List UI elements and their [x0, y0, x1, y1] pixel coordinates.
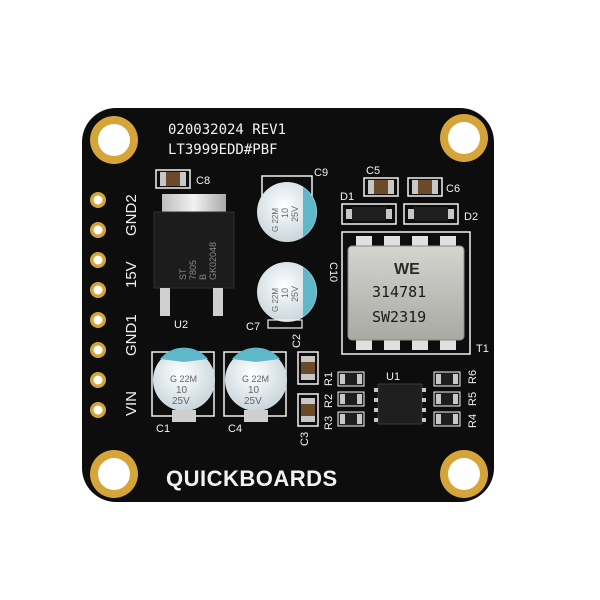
- svg-text:25V: 25V: [172, 396, 190, 407]
- label-t1: T1: [476, 343, 489, 355]
- svg-text:B: B: [198, 274, 208, 280]
- resistor-r2: [337, 391, 365, 407]
- label-r5: R5: [467, 392, 479, 406]
- svg-text:GK02048: GK02048: [208, 242, 218, 280]
- diode-d2: [403, 203, 459, 225]
- label-c8: C8: [196, 175, 210, 187]
- board-part-number: 020032024 REV1: [168, 122, 286, 138]
- svg-text:G 22M: G 22M: [170, 374, 197, 384]
- label-u2: U2: [174, 319, 188, 331]
- c1-marking: G 22M 10 25V: [170, 374, 197, 407]
- label-c7: C7: [246, 321, 260, 333]
- transformer-label: SW2319: [372, 308, 426, 326]
- label-d1: D1: [340, 191, 354, 203]
- svg-text:G 22M: G 22M: [271, 288, 280, 312]
- header-pins: [90, 192, 106, 418]
- svg-text:25V: 25V: [290, 206, 300, 222]
- capacitor-c5: [363, 177, 399, 197]
- svg-text:10: 10: [248, 385, 260, 396]
- transformer-code: 314781: [372, 283, 426, 301]
- resistor-r1: [337, 371, 365, 387]
- capacitor-c8: [155, 169, 191, 189]
- regulator-marking: ST 7805 B GK02048: [178, 242, 218, 280]
- resistor-r4: [433, 411, 461, 427]
- label-r6: R6: [467, 370, 479, 384]
- board-chip-name: LT3999EDD#PBF: [168, 142, 278, 158]
- label-d2: D2: [464, 211, 478, 223]
- capacitor-c6: [407, 177, 443, 197]
- mounting-hole-top-right: [440, 114, 488, 162]
- svg-text:25V: 25V: [290, 286, 300, 302]
- diode-d1: [341, 203, 397, 225]
- label-r1: R1: [323, 372, 335, 386]
- mounting-hole-bottom-left: [90, 450, 138, 498]
- pin-label-vin: VIN: [123, 391, 140, 416]
- svg-text:ST: ST: [178, 268, 188, 280]
- transformer-logo: WE: [394, 261, 420, 278]
- resistor-r3: [337, 411, 365, 427]
- svg-text:G 22M: G 22M: [271, 208, 280, 232]
- c9-marking: G 22M 10 25V: [271, 206, 300, 232]
- pin-label-15v: 15V: [123, 261, 140, 288]
- svg-text:25V: 25V: [244, 396, 262, 407]
- capacitor-c9: [257, 175, 317, 242]
- svg-text:10: 10: [280, 208, 290, 218]
- label-r3: R3: [323, 416, 335, 430]
- transformer-t1: [341, 231, 471, 355]
- svg-text:7805: 7805: [188, 260, 198, 280]
- label-u1: U1: [386, 371, 400, 383]
- label-c1: C1: [156, 423, 170, 435]
- label-r2: R2: [323, 394, 335, 408]
- capacitor-c4: [223, 347, 287, 422]
- capacitor-c2: [297, 351, 319, 385]
- resistor-r5: [433, 391, 461, 407]
- c4-marking: G 22M 10 25V: [242, 374, 269, 407]
- label-c4: C4: [228, 423, 242, 435]
- label-c10: C10: [327, 262, 339, 282]
- pin-label-gnd1: GND1: [123, 314, 140, 356]
- label-r4: R4: [467, 414, 479, 428]
- capacitor-c7: [257, 262, 317, 329]
- regulator-u2: [153, 194, 235, 316]
- label-c6: C6: [446, 183, 460, 195]
- resistor-r6: [433, 371, 461, 387]
- ic-u1: [374, 383, 426, 425]
- mounting-hole-top-left: [90, 116, 138, 164]
- board-brand: QUICKBOARDS: [166, 466, 338, 491]
- c7-marking: G 22M 10 25V: [271, 286, 300, 312]
- svg-text:G 22M: G 22M: [242, 374, 269, 384]
- label-c3: C3: [299, 432, 311, 446]
- svg-text:10: 10: [280, 288, 290, 298]
- capacitor-c1: [151, 347, 215, 422]
- label-c9: C9: [314, 167, 328, 179]
- label-c2: C2: [291, 334, 303, 348]
- svg-text:10: 10: [176, 385, 188, 396]
- pin-label-gnd2: GND2: [123, 194, 140, 236]
- label-c5: C5: [366, 165, 380, 177]
- mounting-hole-bottom-right: [440, 450, 488, 498]
- capacitor-c3: [297, 393, 319, 427]
